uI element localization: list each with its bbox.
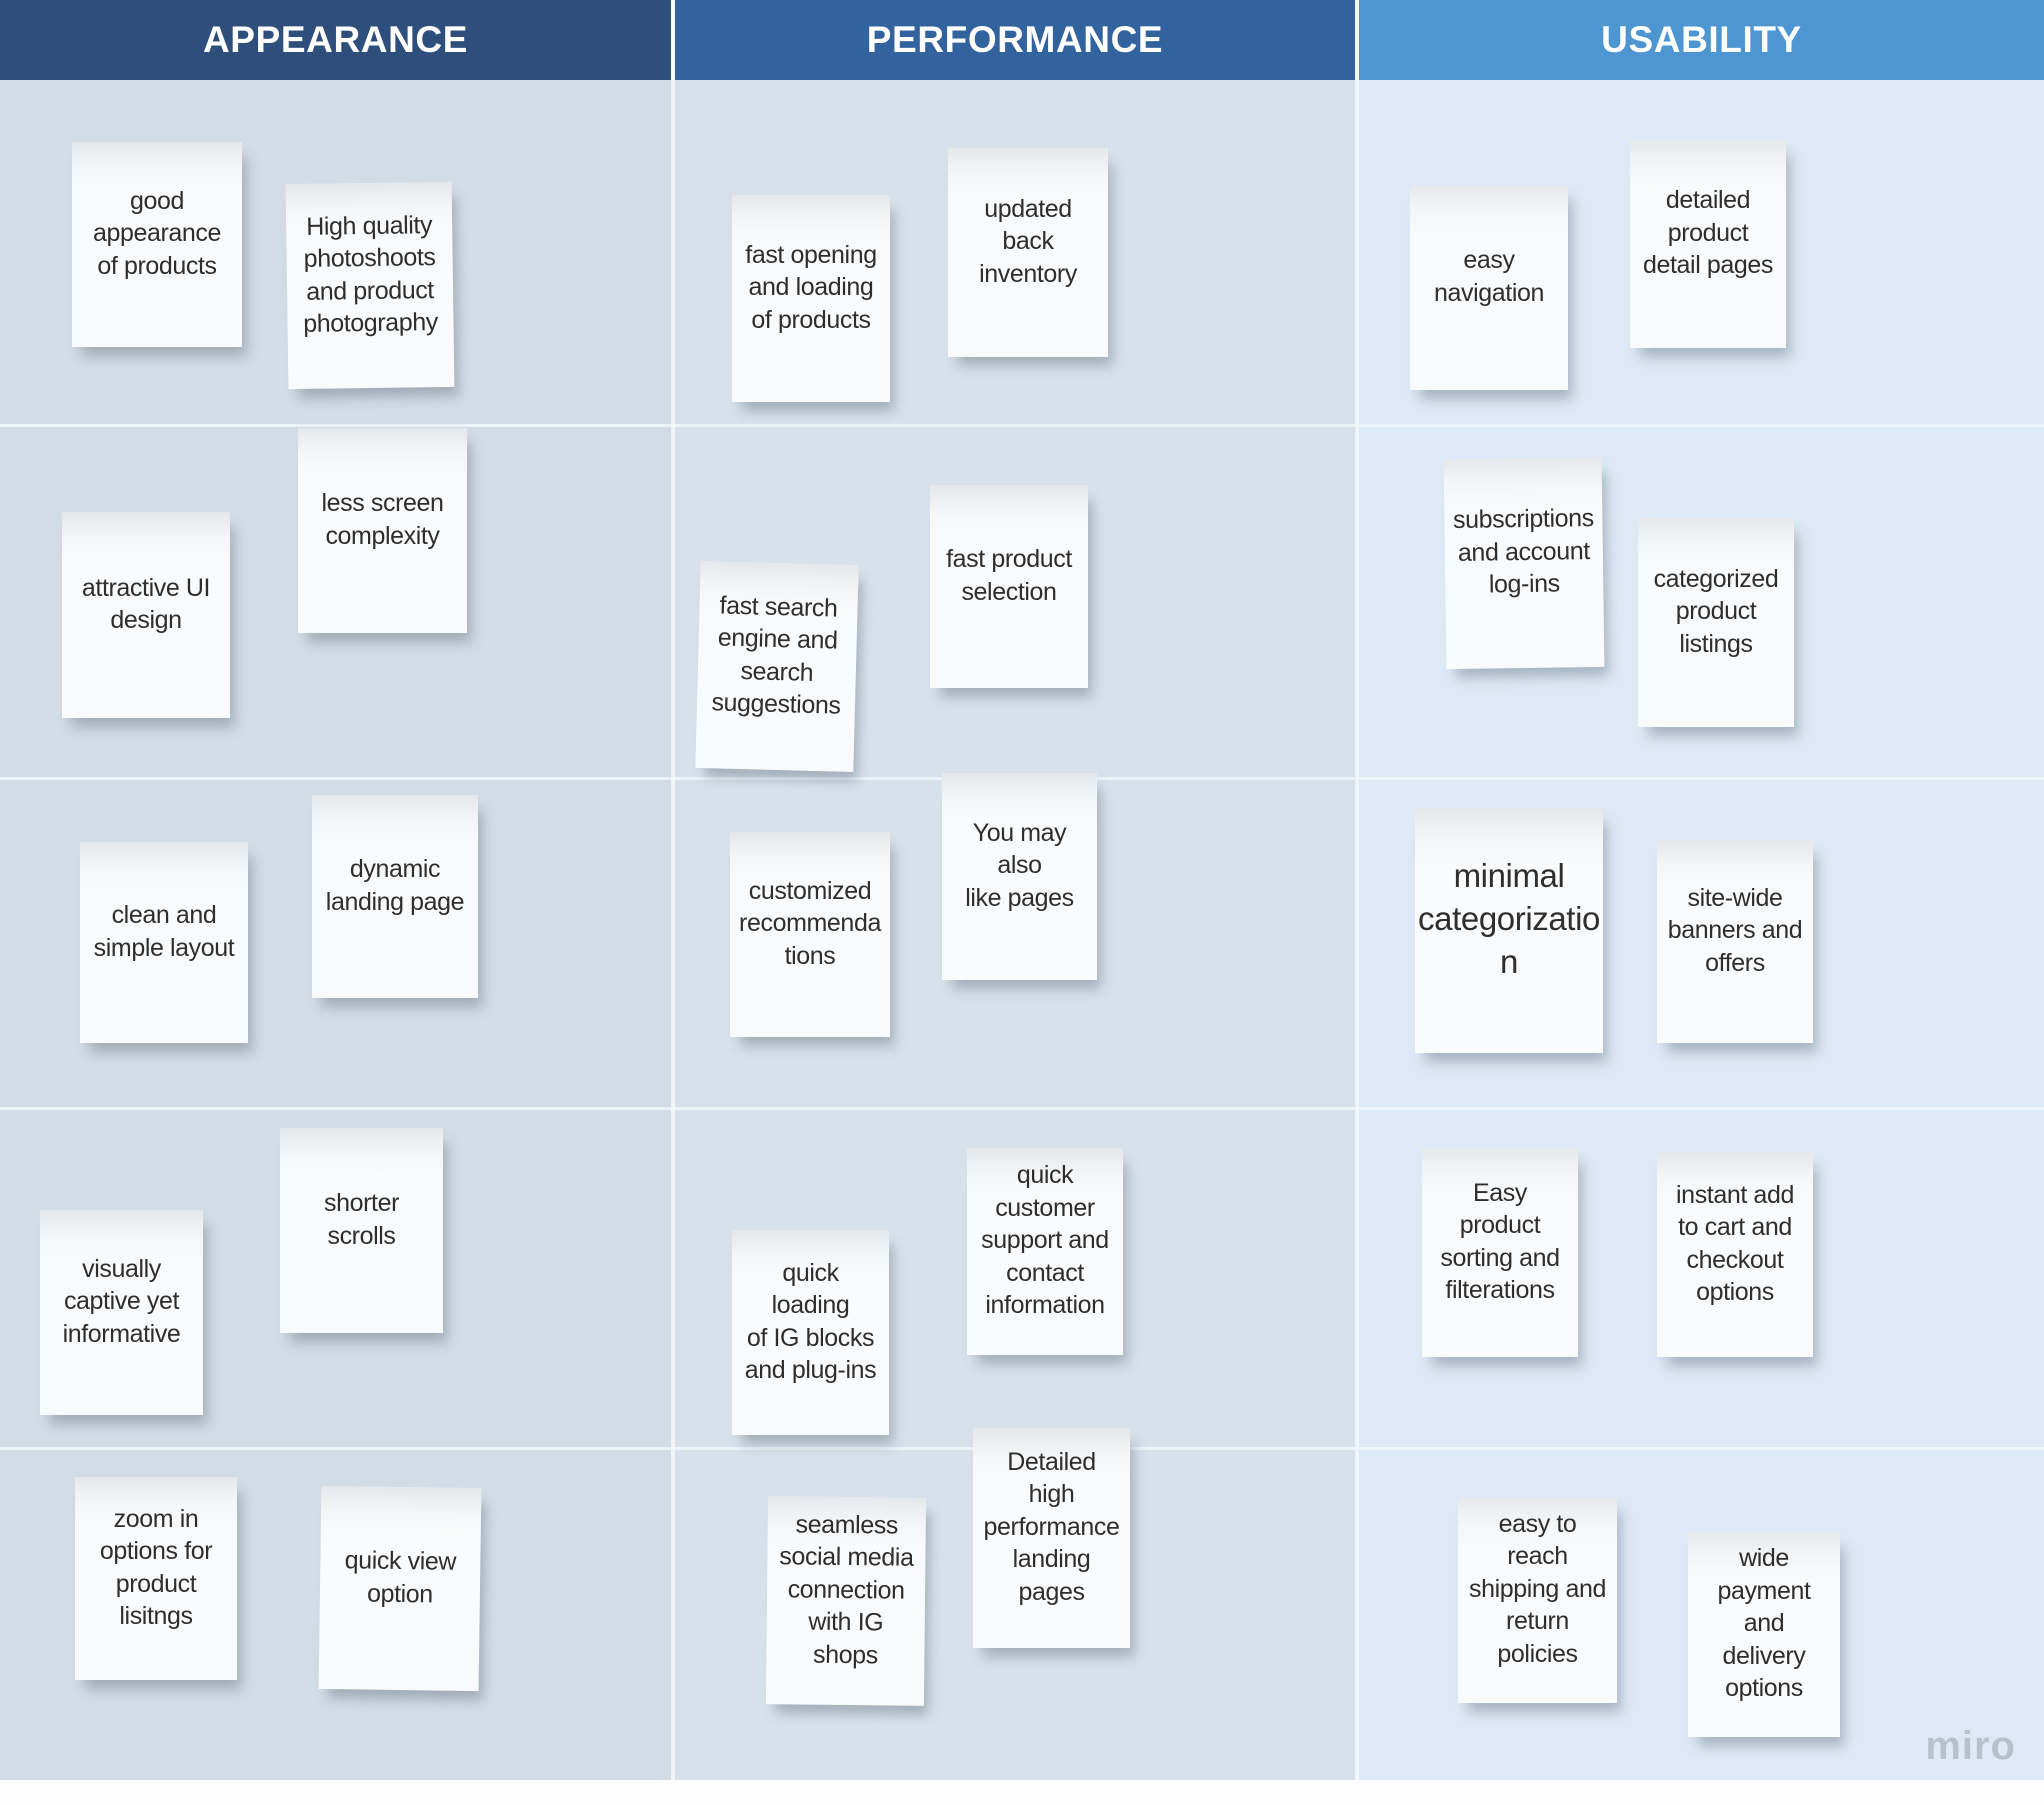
- sticky-note-text: updated back inventory: [979, 194, 1077, 288]
- sticky-note[interactable]: easy navigation: [1410, 185, 1568, 390]
- sticky-note[interactable]: categorized product listings: [1638, 518, 1794, 727]
- sticky-note-text: customized recommenda tions: [739, 876, 881, 970]
- sticky-note-text: easy to reach shipping and return polici…: [1469, 1509, 1606, 1668]
- sticky-note-text: quick view option: [344, 1546, 457, 1608]
- column-header-usability[interactable]: USABILITY: [1359, 0, 2044, 80]
- column-header-performance[interactable]: PERFORMANCE: [675, 0, 1355, 80]
- sticky-note-text: wide payment and delivery options: [1717, 1544, 1811, 1703]
- sticky-note[interactable]: instant add to cart and checkout options: [1657, 1152, 1813, 1357]
- sticky-note[interactable]: detailed product detail pages: [1630, 140, 1786, 348]
- sticky-note[interactable]: zoom in options for product lisitngs: [75, 1477, 237, 1680]
- sticky-note-text: zoom in options for product lisitngs: [99, 1504, 213, 1631]
- sticky-note[interactable]: fast search engine and search suggestion…: [695, 560, 859, 773]
- sticky-note[interactable]: minimal categorizatio n: [1415, 808, 1603, 1053]
- sticky-note[interactable]: You may also like pages: [942, 773, 1097, 980]
- sticky-note[interactable]: visually captive yet informative: [40, 1210, 203, 1415]
- sticky-note[interactable]: customized recommenda tions: [730, 832, 890, 1037]
- sticky-note-text: High quality photoshoots and product pho…: [303, 210, 439, 338]
- sticky-note[interactable]: quick view option: [318, 1485, 482, 1692]
- sticky-note[interactable]: subscriptions and account log-ins: [1443, 456, 1605, 670]
- sticky-note-text: clean and simple layout: [93, 901, 235, 962]
- sticky-note-text: seamless social media connection with IG…: [779, 1510, 914, 1670]
- sticky-note-text: easy navigation: [1434, 246, 1544, 307]
- sticky-note-text: less screen complexity: [321, 489, 444, 550]
- sticky-note[interactable]: good appearance of products: [72, 142, 242, 347]
- sticky-note-text: minimal categorizatio n: [1418, 857, 1600, 980]
- sticky-note-text: attractive UI design: [81, 573, 211, 635]
- sticky-note-text: detailed product detail pages: [1642, 186, 1774, 280]
- sticky-note-text: fast opening and loading of products: [745, 240, 877, 334]
- sticky-note[interactable]: seamless social media connection with IG…: [765, 1496, 927, 1706]
- sticky-note[interactable]: site-wide banners and offers: [1657, 840, 1813, 1043]
- sticky-note-text: visually captive yet informative: [62, 1254, 181, 1348]
- sticky-note[interactable]: quick customer support and contact infor…: [967, 1148, 1123, 1355]
- sticky-note[interactable]: attractive UI design: [62, 512, 230, 718]
- sticky-note-text: good appearance of products: [92, 186, 222, 280]
- sticky-note-text: quick loading of IG blocks and plug-ins: [744, 1258, 877, 1385]
- sticky-note[interactable]: clean and simple layout: [80, 842, 248, 1043]
- sticky-note[interactable]: updated back inventory: [948, 148, 1108, 357]
- sticky-note[interactable]: High quality photoshoots and product pho…: [285, 181, 455, 390]
- sticky-note[interactable]: Easy product sorting and filterations: [1422, 1148, 1578, 1357]
- sticky-note[interactable]: wide payment and delivery options: [1688, 1532, 1840, 1737]
- sticky-note-text: fast search engine and search suggestion…: [711, 590, 841, 720]
- sticky-note-text: dynamic landing page: [325, 855, 465, 916]
- grid-line-horizontal: [0, 1107, 2044, 1110]
- sticky-note-text: fast product selection: [946, 545, 1072, 606]
- bottom-margin: [0, 1780, 2044, 1805]
- grid-line-vertical: [1355, 0, 1359, 1780]
- sticky-note-text: shorter scrolls: [323, 1189, 399, 1250]
- grid-line-horizontal: [0, 424, 2044, 427]
- sticky-note[interactable]: fast product selection: [930, 485, 1088, 688]
- sticky-note-text: Detailed high performance landing pages: [983, 1447, 1120, 1606]
- sticky-note[interactable]: easy to reach shipping and return polici…: [1458, 1497, 1617, 1703]
- sticky-note[interactable]: quick loading of IG blocks and plug-ins: [732, 1230, 889, 1435]
- grid-line-vertical: [671, 0, 675, 1780]
- sticky-note-text: subscriptions and account log-ins: [1452, 504, 1594, 599]
- sticky-note-text: You may also like pages: [965, 818, 1074, 912]
- sticky-note[interactable]: dynamic landing page: [312, 795, 478, 998]
- sticky-note-text: categorized product listings: [1653, 564, 1779, 658]
- sticky-note-text: instant add to cart and checkout options: [1676, 1180, 1794, 1307]
- sticky-note-text: Easy product sorting and filterations: [1440, 1178, 1560, 1305]
- column-header-appearance[interactable]: APPEARANCE: [0, 0, 671, 80]
- sticky-note[interactable]: fast opening and loading of products: [732, 195, 890, 402]
- miro-logo-watermark: miro: [1925, 1724, 2016, 1768]
- sticky-note[interactable]: less screen complexity: [298, 428, 467, 633]
- sticky-note[interactable]: shorter scrolls: [280, 1128, 443, 1333]
- sticky-note-text: quick customer support and contact infor…: [981, 1161, 1109, 1320]
- sticky-note[interactable]: Detailed high performance landing pages: [973, 1428, 1130, 1648]
- sticky-note-text: site-wide banners and offers: [1667, 883, 1803, 977]
